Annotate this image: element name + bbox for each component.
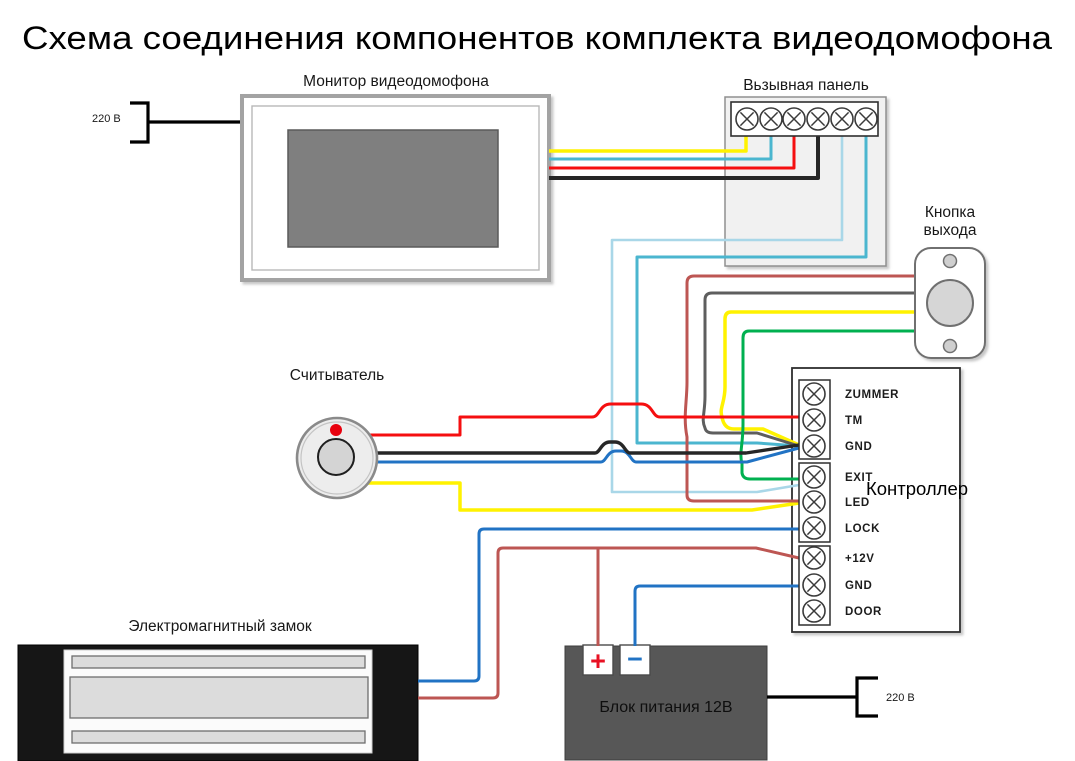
controller-screw-led [802,490,826,514]
controller-screw-door [802,599,826,623]
wires-brown [418,274,915,700]
controller-screw-gnd1 [802,434,826,458]
psu-plus-terminal [582,644,614,676]
controller-screw-12v [802,546,826,570]
reader-coil [317,438,355,476]
call-panel-label: Вьзывная панель [743,77,869,94]
wire-monitor-to-panel4 [549,133,820,180]
wire-monitor-to-panel2 [549,133,773,161]
exit-button-label-line2: выхода [924,222,977,239]
exit-button-screw-bottom [942,338,958,354]
lock-strip-bottom [71,730,366,744]
electromagnetic-lock: Электромагнитный замок [17,618,419,761]
wires-green [739,329,915,481]
power-supply: Блок питания 12В + − [564,644,768,761]
terminal-label-exit: EXIT [845,472,873,484]
mains-right-label: 220 В [886,692,915,704]
reader-rim [300,421,374,495]
mains-left [130,101,242,144]
wire-exitbutton-to-gnd-gray [701,291,915,448]
terminal-label-lock: LOCK [845,523,880,535]
controller-label: Контроллер [866,478,968,499]
terminal-label-gnd1: GND [845,441,872,453]
wire-reader-to-led [368,481,800,512]
wire-exitbutton-to-exit [739,329,915,481]
wires-blue [377,446,800,683]
monitor-label: Монитор видеодомофона [303,73,489,90]
terminal-label-gnd2: GND [845,580,872,592]
controller-screw-exit [802,465,826,489]
wires-red [368,133,799,437]
controller-screw-lock [802,516,826,540]
panel-terminal-screw-6 [854,107,878,131]
exit-button: Кнопка выхода [914,204,986,359]
terminal-label-door: DOOR [845,606,882,618]
lock-label: Электромагнитный замок [128,618,312,635]
panel-terminal-screw-3 [782,107,806,131]
panel-terminal-screw-2 [759,107,783,131]
wire-lock-to-12v [418,546,800,700]
wires-pale-blue [610,136,844,494]
wire-reader-to-gnd-blue [377,446,800,464]
panel-terminal-screw-1 [735,107,759,131]
psu-label: Блок питания 12В [599,699,732,716]
exit-button-pushbutton [926,279,974,327]
wires-black [377,133,820,455]
wire-panel5-to-exit-terminal [610,136,844,494]
psu-minus-sign: − [627,644,643,674]
mains-right [767,676,878,718]
wire-exitbutton-to-gnd [719,310,915,447]
wires-yellow [368,133,915,512]
controller-screw-tm [802,408,826,432]
controller-screw-zummer [802,382,826,406]
wire-monitor-to-panel1 [549,133,748,153]
wires-cyan [549,133,868,448]
wire-exitbutton-to-led [683,274,915,503]
terminal-label-zummer: ZUMMER [845,389,899,401]
wire-psu-minus-to-gnd2 [633,584,799,646]
lock-strip-top [71,655,366,669]
reader: Считыватель [290,367,384,500]
reader-led-indicator [330,424,342,436]
mains-right-bracket [855,676,878,718]
lock-strip-middle [69,676,369,719]
wire-reader-to-gnd-black [377,440,800,455]
exit-button-label-line1: Кнопка [925,204,976,221]
reader-label: Считыватель [290,367,384,384]
monitor-inner-frame [251,105,540,271]
terminal-label-12v: +12V [845,553,875,565]
terminal-label-led: LED [845,497,870,509]
wire-panel6-to-gnd [635,136,868,448]
wires-gray [701,291,915,448]
diagram-title: Схема соединения компонентов комплекта в… [22,20,1052,56]
monitor: Монитор видеодомофона [240,73,551,282]
wire-reader-to-tm [368,402,799,437]
wire-lock-to-lock-terminal [418,527,799,683]
wire-monitor-to-panel3 [549,133,796,170]
panel-terminal-screw-4 [806,107,830,131]
terminal-label-tm: TM [845,415,863,427]
panel-terminal-screw-5 [830,107,854,131]
monitor-screen [287,129,499,248]
mains-left-bracket [130,101,150,144]
controller-terminals: ZUMMER TM GND EXIT LED LOCK +12V GND DOO… [798,379,899,626]
controller-screw-gnd2 [802,573,826,597]
exit-button-screw-top [942,253,958,269]
psu-plus-sign: + [590,646,606,676]
call-panel-terminal-strip [730,101,879,137]
mains-left-label: 220 В [92,113,121,125]
